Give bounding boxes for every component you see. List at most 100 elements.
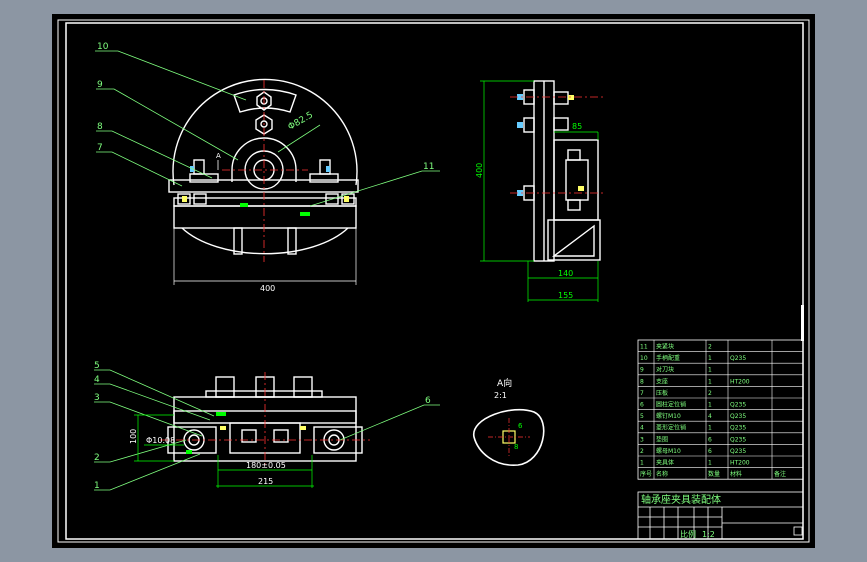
leader-9: [96, 88, 239, 161]
accent-y2: [344, 196, 349, 202]
side-bolt-5: [553, 117, 569, 131]
disc-outline: [172, 78, 358, 186]
leader-11: [309, 170, 440, 207]
bom-cell: 3: [640, 436, 644, 443]
balloon-2: 2: [94, 453, 100, 463]
detail-title: A向: [497, 377, 512, 389]
dim-155: 155: [558, 291, 573, 300]
top-washer: [205, 390, 323, 398]
top-rect-c2: [273, 429, 289, 443]
accent-g1: [240, 203, 248, 207]
leader-7: [96, 151, 183, 187]
balloon-6: 6: [425, 396, 431, 406]
detail-outline: [473, 408, 545, 466]
accent-y1: [182, 196, 187, 202]
top-labels: 5 4 3 2 1 6: [94, 361, 431, 491]
right-edge-marker: [801, 305, 804, 341]
bom-cell: 夹紧块: [656, 343, 674, 351]
accent-g2: [300, 212, 310, 216]
bom-cell: 1: [708, 378, 712, 385]
bom-cell: 手柄配重: [656, 354, 680, 362]
bom-cell: Q235: [730, 355, 746, 362]
bom-cell: 垫圈: [656, 435, 668, 443]
leader-5: [94, 369, 215, 417]
bom-cell: 1: [640, 460, 644, 467]
bom-cell: 11: [640, 344, 648, 351]
bom-cell: 9: [640, 367, 644, 374]
weight-window: [233, 88, 297, 113]
top-leaders: [94, 369, 440, 491]
bom-cell: 2: [640, 448, 644, 455]
top-slot-r: [313, 426, 363, 454]
bom-cell: 2: [708, 390, 712, 397]
bom-cell: 对刀块: [656, 366, 674, 374]
hex-nut-mid-hole: [260, 120, 268, 128]
leg-left: [233, 227, 243, 255]
bom-cell: 2: [708, 344, 712, 351]
drawing-title: 轴承座夹具装配体: [641, 493, 721, 506]
accent-c2: [326, 166, 330, 172]
outer-border: [57, 19, 810, 543]
dim-180: 180±0.05: [246, 461, 286, 470]
tb-corner-mark: [793, 526, 803, 536]
title-block: [637, 491, 804, 540]
detail-dim-6: 6: [518, 422, 523, 430]
side-bolt-2: [523, 117, 535, 133]
dim-215: 215: [258, 477, 273, 486]
leader-2: [94, 439, 187, 463]
dim-140: 140: [558, 269, 573, 278]
side-accent-c3: [517, 190, 523, 196]
leader-8: [96, 130, 213, 179]
bolt-br1: [325, 193, 339, 205]
bearing-seat: [231, 137, 297, 182]
bom-cell: 8: [640, 378, 644, 385]
leader-3: [94, 401, 203, 437]
balloon-10: 10: [97, 42, 109, 52]
side-view: [523, 80, 601, 262]
bom-cell: 夹具体: [656, 459, 674, 467]
side-nut-a: [567, 149, 581, 161]
base-band: [173, 197, 357, 207]
balloon-9: 9: [97, 80, 103, 90]
balloon-8: 8: [97, 122, 103, 132]
view-arrow-a: A: [216, 152, 221, 160]
bom-header-cell: 数量: [708, 470, 720, 478]
side-accent-c1: [517, 94, 523, 100]
top-accent-y2: [300, 426, 306, 430]
detail-scale: 2:1: [494, 391, 507, 400]
bom-header-cell: 备注: [774, 470, 786, 478]
leader-4: [94, 383, 211, 421]
bom-cell: Q235: [730, 436, 746, 443]
side-dims: [480, 80, 599, 302]
bom-cell: 4: [640, 425, 644, 432]
dim-85: 85: [572, 122, 582, 131]
top-rect-c1: [241, 429, 257, 443]
side-accent-c2: [517, 122, 523, 128]
balloon-3: 3: [94, 393, 100, 403]
side-rib: [551, 224, 595, 257]
dim-dia-top: Φ10.08: [146, 436, 175, 445]
bom-cell: 10: [640, 355, 648, 362]
inner-frame: [65, 22, 804, 540]
side-nut-b: [567, 199, 581, 211]
side-dim-labels: 400 85 140 155: [475, 122, 582, 300]
front-dim-400: [173, 228, 357, 285]
bom-cell: Q235: [730, 413, 746, 420]
bom-cell: 1: [708, 355, 712, 362]
bom-cell: 7: [640, 390, 644, 397]
clamp-plate: [168, 179, 359, 193]
balloon-1: 1: [94, 481, 100, 491]
leg-right: [287, 227, 297, 255]
leader-dia: [277, 124, 321, 153]
bom-cell: HT200: [730, 460, 750, 467]
bom-cell: 1: [708, 425, 712, 432]
leader-1: [94, 453, 201, 491]
dim-400-side: 400: [475, 163, 484, 178]
top-dims: [134, 414, 314, 488]
bom-header-cell: 名称: [656, 470, 668, 478]
leader-10: [95, 50, 247, 101]
top-accent-g1: [216, 412, 226, 416]
detail-centerlines: [488, 418, 530, 456]
